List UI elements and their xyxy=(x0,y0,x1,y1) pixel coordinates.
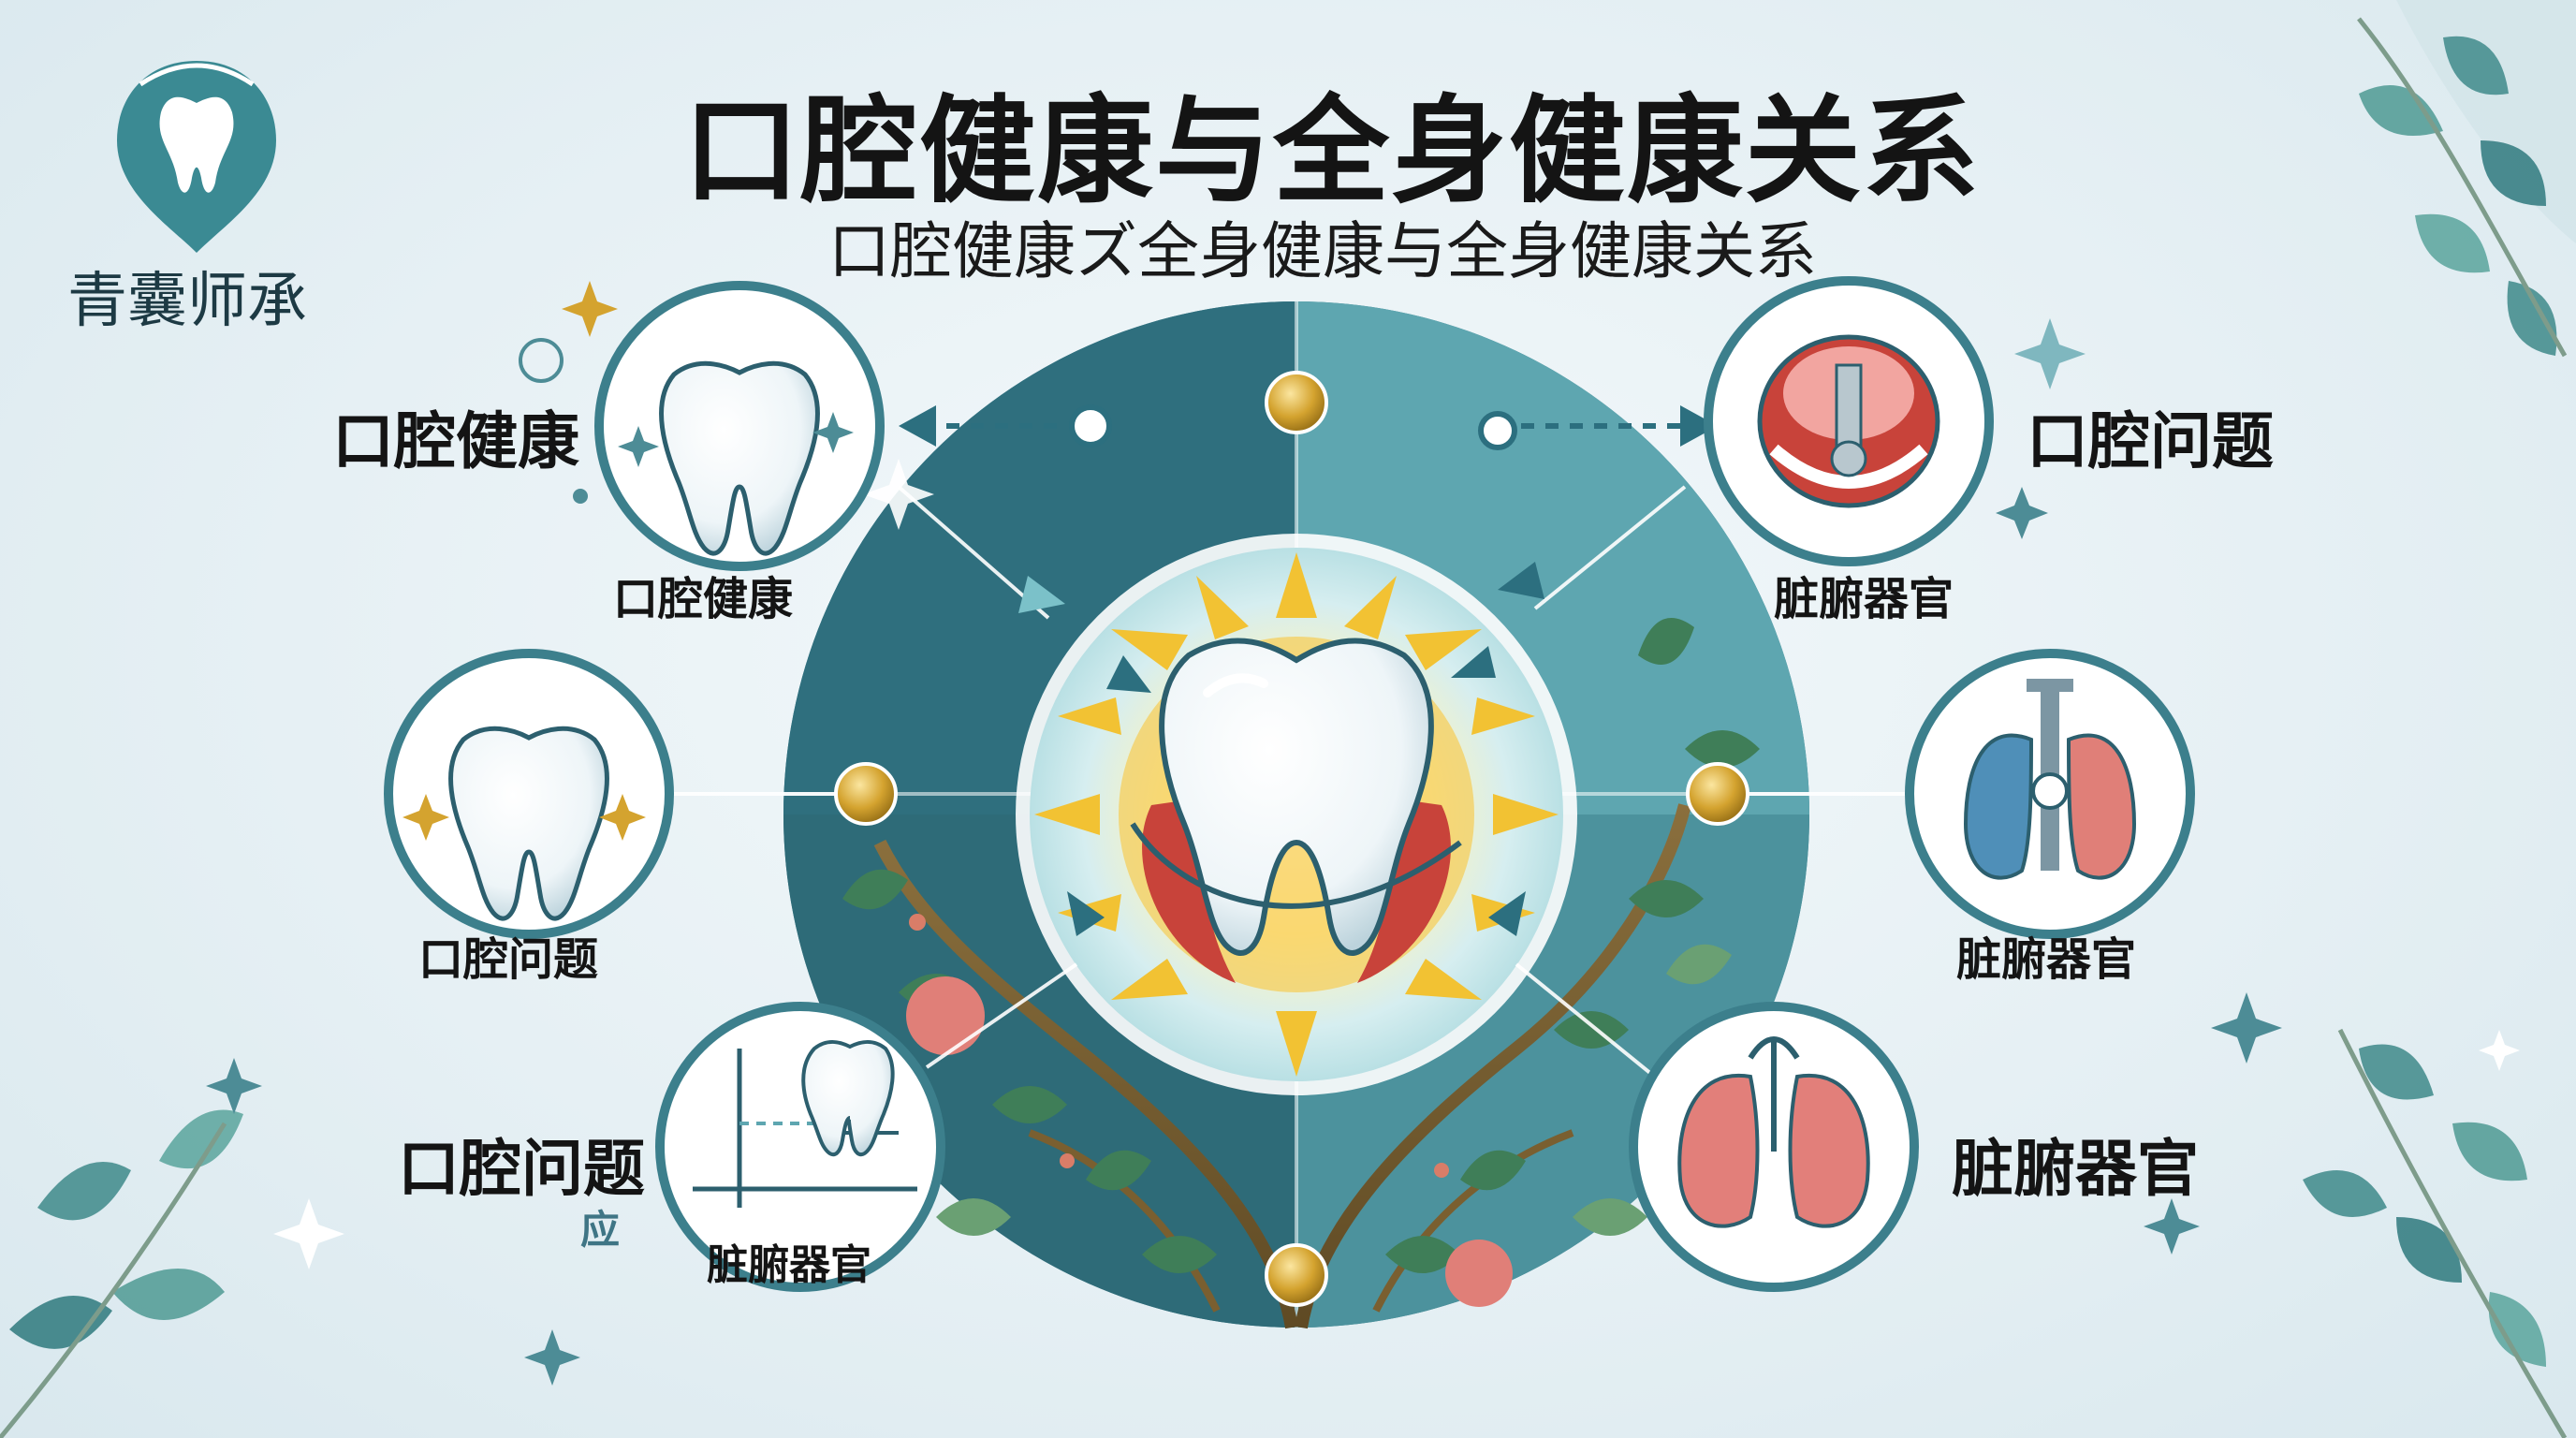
label-right-top-caption: 脏腑器官 xyxy=(1774,573,1954,625)
label-right-middle-caption: 脏腑器官 xyxy=(1956,933,2137,986)
node-right-bottom xyxy=(1629,1002,1919,1292)
page-title: 口腔健康与全身健康关系 xyxy=(683,84,1982,219)
node-right-middle xyxy=(1905,649,2195,939)
label-left-top-caption: 口腔健康 xyxy=(613,573,794,625)
leaf-decoration-bottom-left xyxy=(0,1109,243,1438)
node-left-bottom xyxy=(655,1002,945,1292)
connector-lines xyxy=(665,485,1910,1088)
arrow-right-head xyxy=(1680,405,1718,447)
leaf-decoration-bottom-right xyxy=(2303,1028,2568,1438)
label-left-top-side: 口腔健康 xyxy=(332,405,579,477)
arrow-markers xyxy=(1018,562,1544,936)
central-tooth-sun xyxy=(1016,534,1577,1095)
label-right-top-side: 口腔问题 xyxy=(2027,405,2274,477)
label-left-bottom-note: 应 xyxy=(580,1207,621,1253)
vine-illustration xyxy=(842,618,1760,1329)
brand-name: 青囊师承 xyxy=(67,267,307,336)
label-left-middle-caption: 口腔问题 xyxy=(418,933,599,986)
page-subtitle: 口腔健康ズ全身健康与全身健康关系 xyxy=(828,215,1817,287)
arrow-left-head xyxy=(899,405,936,447)
label-right-bottom-side: 脏腑器官 xyxy=(1952,1133,2199,1205)
leaf-decoration-top-right xyxy=(2357,0,2576,358)
label-left-bottom-side: 口腔问题 xyxy=(398,1133,645,1205)
label-left-bottom-caption: 脏腑器官 xyxy=(707,1241,871,1289)
connector-nodes xyxy=(834,371,1749,1307)
node-right-top xyxy=(1704,276,1994,566)
brand-logo-icon xyxy=(117,61,276,253)
node-left-top xyxy=(594,281,885,571)
node-left-middle xyxy=(384,649,674,939)
